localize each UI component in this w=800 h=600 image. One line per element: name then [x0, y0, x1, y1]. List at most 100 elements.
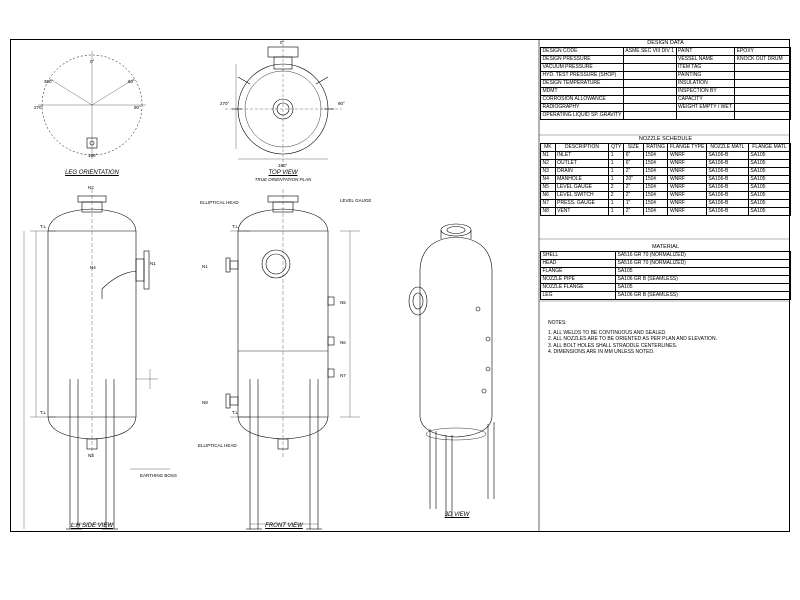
table-cell: 150# [642, 207, 669, 216]
table-cell: PAINT [675, 47, 736, 56]
table-cell: 1 [608, 175, 625, 184]
table-cell: 150# [642, 159, 669, 168]
table-cell: SA105 [615, 267, 791, 276]
table-cell: SA106 GR B (SEAMLESS) [615, 291, 791, 300]
table-cell: 6" [623, 159, 644, 168]
table-cell: 2 [608, 183, 625, 192]
design-data-title: DESIGN DATA [647, 40, 684, 46]
table-cell: ASME SEC VIII DIV 1 [622, 47, 677, 56]
table-cell: CAPACITY [675, 95, 736, 104]
table-cell: SHELL [540, 251, 616, 260]
table-cell: EPOXY [734, 47, 791, 56]
table-cell [622, 95, 677, 104]
table-cell: NOZZLE FLANGE [540, 283, 616, 292]
table-cell: RADIOGRAPHY [540, 103, 624, 112]
table-cell: KNOCK OUT DRUM [734, 55, 791, 64]
table-cell: SA105 [747, 151, 792, 160]
table-cell: 150# [642, 167, 669, 176]
table-cell [734, 87, 791, 96]
level-gauge-label: LEVEL GAUGE [340, 198, 371, 203]
table-cell: SA106 GR B (SEAMLESS) [615, 275, 791, 284]
table-row: HYD. TEST PRESSURE (SHOP) PAINTING [540, 71, 791, 80]
front-nozzle-n1-tag: N1 [202, 264, 208, 269]
table-cell: N3 [540, 167, 556, 176]
table-cell: 2" [623, 191, 644, 200]
table-cell [622, 71, 677, 80]
table-cell: SA105 [615, 283, 791, 292]
table-cell: SA105 [747, 199, 792, 208]
table-cell: N1 [540, 151, 556, 160]
table-cell: SA105 [747, 167, 792, 176]
column-header: MK [540, 143, 556, 152]
table-cell: WNRF [667, 167, 707, 176]
table-cell: N8 [540, 207, 556, 216]
table-cell: 150# [642, 199, 669, 208]
table-cell: NOZZLE PIPE [540, 275, 616, 284]
lh-tl-bottom-label: T.L [40, 410, 47, 415]
table-cell: 2" [623, 183, 644, 192]
3d-view-label: 3D VIEW [444, 512, 470, 518]
table-cell: FLANGE [540, 267, 616, 276]
leg-orientation-diagram [38, 51, 146, 159]
table-cell: SA106-B [705, 199, 749, 208]
table-cell: N4 [540, 175, 556, 184]
column-header: NOZZLE MATL [705, 143, 749, 152]
nozzle-n4-tag: N4 [90, 265, 96, 270]
front-tl-bottom-label: T.L [232, 410, 239, 415]
top-angle-0-label: 0° [280, 40, 285, 45]
angle-90-label: 90° [134, 105, 141, 110]
note-3: 3. ALL BOLT HOLES SHALL STRADDLE CENTERL… [548, 342, 678, 349]
table-cell: PAINTING [675, 71, 736, 80]
table-cell [622, 103, 677, 112]
table-cell: MDMT [540, 87, 624, 96]
table-cell: 1 [608, 207, 625, 216]
table-cell: OUTLET [554, 159, 610, 168]
column-header: RATING [642, 143, 669, 152]
angle-180-label: 180° [88, 153, 98, 158]
note-1: 1. ALL WELDS TO BE CONTINUOUS AND SEALED… [548, 329, 667, 336]
front-nozzle-n7-tag: N7 [340, 373, 346, 378]
angle-270-label: 270° [34, 105, 44, 110]
column-header: QTY [608, 143, 625, 152]
elliptical-head-top-label: ELLIPTICAL HEAD [200, 200, 239, 205]
table-cell: SA106-B [705, 183, 749, 192]
top-angle-270-label: 270° [220, 101, 230, 106]
table-cell: 20" [623, 175, 644, 184]
angle-0-label: 0° [90, 59, 95, 64]
table-cell: SA106-B [705, 207, 749, 216]
table-cell: DESIGN PRESSURE [540, 55, 624, 64]
table-cell: 1 [608, 159, 625, 168]
table-cell: SA106-B [705, 175, 749, 184]
table-cell: N6 [540, 191, 556, 200]
table-cell [734, 79, 791, 88]
column-header: SIZE [623, 143, 644, 152]
front-tl-top-label: T.L [232, 224, 239, 229]
table-cell: HYD. TEST PRESSURE (SHOP) [540, 71, 624, 80]
table-cell: VESSEL NAME [675, 55, 736, 64]
notes-title: NOTES: [548, 320, 567, 326]
table-cell: WNRF [667, 191, 707, 200]
front-nozzle-n5-tag: N5 [340, 300, 346, 305]
table-cell: VENT [554, 207, 610, 216]
column-header: DESCRIPTION [554, 143, 610, 152]
table-cell: WNRF [667, 207, 707, 216]
table-cell [622, 55, 677, 64]
lh-side-view-label: L.H SIDE VIEW [70, 523, 113, 529]
table-cell: N5 [540, 183, 556, 192]
nozzle-n2-tag: N2 [88, 185, 94, 190]
column-header: FLANGE MATL [747, 143, 792, 152]
